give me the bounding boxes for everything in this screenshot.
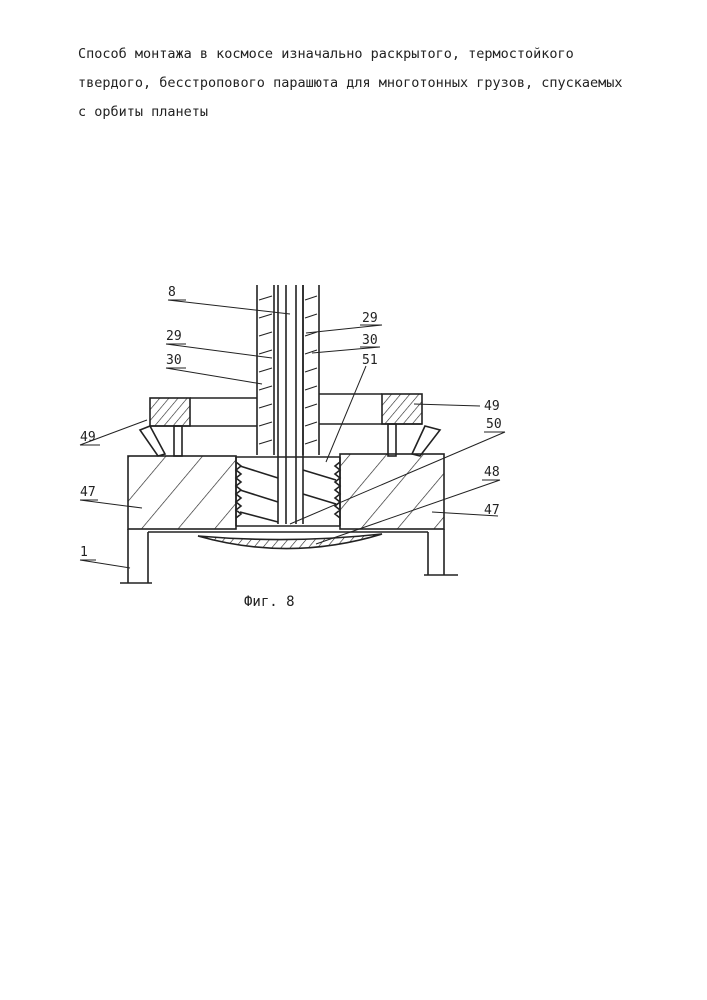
plate-49-left [150,398,190,426]
lens-48 [198,534,382,549]
label-29-left: 29 [166,329,182,344]
figure-caption: Фиг. 8 [244,594,295,610]
label-30-right: 30 [362,333,378,348]
label-51: 51 [362,353,378,368]
label-48: 48 [484,465,500,480]
label-47-right: 47 [484,503,500,518]
label-49-left: 49 [80,430,96,445]
label-8: 8 [168,285,176,300]
label-1: 1 [80,545,88,560]
label-50: 50 [486,417,502,432]
plate-49-right [382,394,422,424]
block-47-left [128,456,236,529]
label-29-right: 29 [362,311,378,326]
label-47-left: 47 [80,485,96,500]
label-49-right: 49 [484,399,500,414]
label-30-left: 30 [166,353,182,368]
tube-8 [257,285,319,525]
